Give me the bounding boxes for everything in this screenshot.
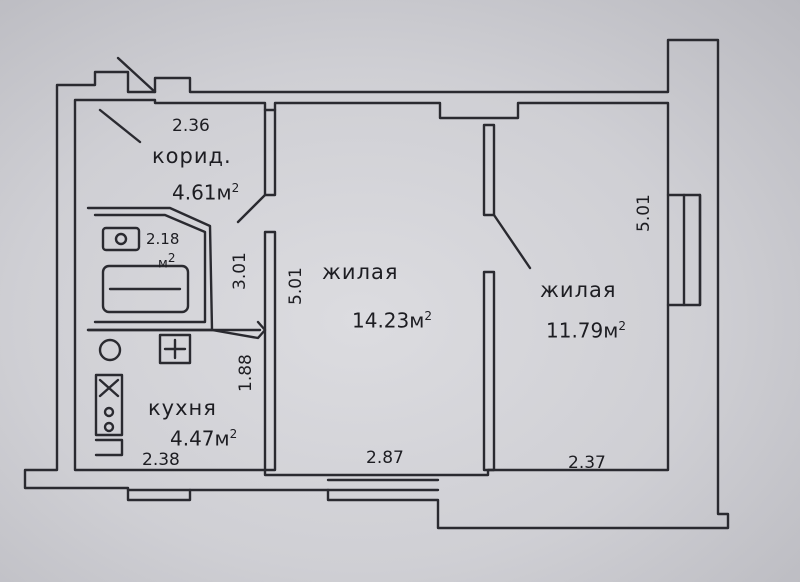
stove-burner-2 bbox=[103, 421, 115, 433]
living-1-length-dim: 5.01 bbox=[286, 267, 306, 305]
partition-living-living-bottom bbox=[482, 270, 496, 472]
bathroom-exp: 2 bbox=[167, 251, 176, 265]
living-1-area-value: 14.23 bbox=[352, 308, 410, 333]
living-1-width-dim: 2.87 bbox=[366, 448, 404, 468]
kitchen-area: 4.47м2 bbox=[170, 428, 237, 449]
kitchen-area-exp: 2 bbox=[229, 427, 238, 441]
kitchen-circle-icon bbox=[98, 338, 122, 362]
door-swing-entry bbox=[116, 56, 157, 94]
corridor-area-exp: 2 bbox=[231, 181, 240, 195]
living-2-width-dim: 2.37 bbox=[568, 453, 606, 473]
outer-wall-outline bbox=[23, 38, 730, 530]
kitchen-sink-cross bbox=[163, 338, 187, 360]
bathroom-area-unit: м2 bbox=[158, 252, 175, 270]
living-2-length-dim: 5.01 bbox=[634, 194, 654, 232]
bathroom-area-value: 2.18 bbox=[146, 230, 180, 248]
corridor-length-dim: 3.01 bbox=[230, 252, 250, 290]
living-1-area-exp: 2 bbox=[424, 309, 432, 323]
corridor-label: корид. bbox=[152, 144, 232, 168]
kitchen-area-unit: м bbox=[214, 426, 230, 451]
sink-drain bbox=[114, 232, 128, 246]
kitchen-sink-icon bbox=[158, 333, 192, 365]
living-1-area-unit: м bbox=[409, 308, 425, 333]
kitchen-counter bbox=[94, 438, 124, 457]
corridor-area: 4.61м2 bbox=[172, 182, 239, 203]
kitchen-length-dim: 1.88 bbox=[236, 354, 256, 392]
living-2-area: 11.79м2 bbox=[546, 320, 626, 341]
stove-burner-1 bbox=[103, 406, 115, 418]
living-2-label: жилая bbox=[540, 278, 617, 302]
window-right bbox=[666, 193, 702, 307]
door-swing-living bbox=[492, 213, 532, 270]
sink-icon bbox=[101, 226, 141, 252]
kitchen-area-value: 4.47 bbox=[170, 426, 215, 451]
bathroom-unit: м bbox=[158, 256, 168, 272]
corridor-width-dim: 2.36 bbox=[172, 116, 210, 136]
door-swing-corridor-top bbox=[98, 108, 142, 144]
corridor-area-value: 4.61 bbox=[172, 180, 217, 205]
stove-icon bbox=[94, 373, 124, 437]
kitchen-width-dim: 2.38 bbox=[142, 450, 180, 470]
bathroom-door bbox=[210, 320, 267, 340]
corridor-area-unit: м bbox=[216, 180, 232, 205]
door-swing-corridor bbox=[236, 193, 267, 224]
living-1-area: 14.23м2 bbox=[352, 310, 432, 331]
partition-living-living-top bbox=[482, 123, 496, 217]
inner-wall-outline bbox=[73, 98, 702, 477]
window-bottom-mid bbox=[326, 478, 440, 492]
kitchen-label: кухня bbox=[148, 396, 217, 420]
living-2-area-value: 11.79 bbox=[546, 318, 604, 343]
living-2-area-unit: м bbox=[603, 318, 619, 343]
living-1-label: жилая bbox=[322, 260, 399, 284]
partition-lower bbox=[263, 230, 277, 472]
bathtub-icon bbox=[101, 264, 190, 314]
living-2-area-exp: 2 bbox=[618, 319, 626, 333]
partition-corridor-living bbox=[263, 108, 277, 197]
bathroom-walls-inner bbox=[93, 213, 207, 324]
stove-cross bbox=[98, 378, 120, 398]
